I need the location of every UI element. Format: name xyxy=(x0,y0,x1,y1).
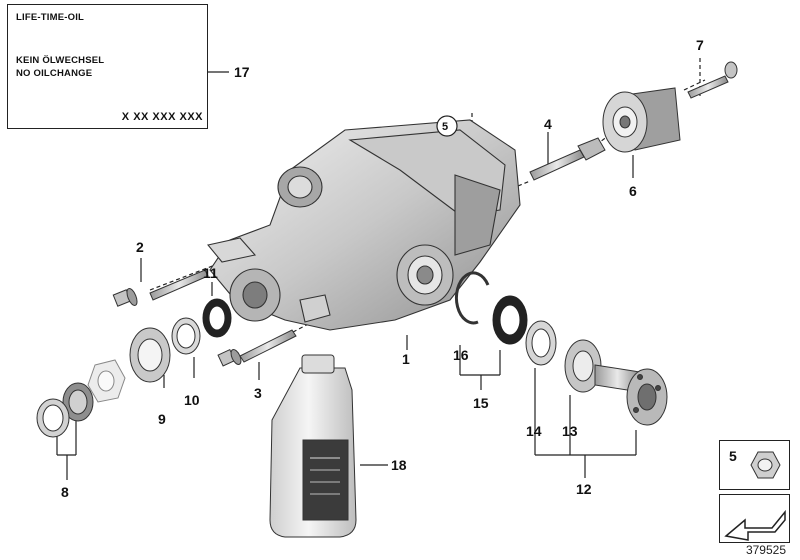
callout-4: 4 xyxy=(544,116,552,132)
output-flange-13 xyxy=(564,339,668,426)
callout-12: 12 xyxy=(576,481,592,497)
callout-14: 14 xyxy=(526,423,542,439)
spacer-ring-14 xyxy=(525,320,557,366)
label-line-1: LIFE-TIME-OIL xyxy=(16,12,85,23)
shaft-seal-11 xyxy=(202,298,232,338)
nut-inset-box: 5 xyxy=(719,440,790,490)
callout-2: 2 xyxy=(136,239,144,255)
label-code: X XX XXX XXX xyxy=(121,111,203,123)
collar-nut xyxy=(87,359,126,403)
washer-9 xyxy=(129,327,171,383)
label-line-3: NO OILCHANGE xyxy=(16,68,93,79)
callout-5-inset: 5 xyxy=(729,448,737,464)
callout-17: 17 xyxy=(234,64,250,80)
nut-8 xyxy=(62,382,94,422)
bolt-3 xyxy=(217,329,297,367)
callout-18: 18 xyxy=(391,457,407,473)
callout-7: 7 xyxy=(696,37,704,53)
snap-ring-16 xyxy=(454,271,490,325)
callout-15: 15 xyxy=(473,395,489,411)
hex-nut-icon xyxy=(750,451,781,479)
callout-3: 3 xyxy=(254,385,262,401)
bolt-4 xyxy=(529,137,606,181)
callout-9: 9 xyxy=(158,411,166,427)
bolt-2 xyxy=(112,269,209,307)
oil-bottle-18 xyxy=(269,354,357,538)
arrow-icon xyxy=(724,509,786,541)
callout-16: 16 xyxy=(453,347,469,363)
label-card: LIFE-TIME-OIL KEIN ÖLWECHSEL NO OILCHANG… xyxy=(7,4,208,129)
bolt-7 xyxy=(687,61,738,99)
callout-6: 6 xyxy=(629,183,637,199)
nut-callout-5 xyxy=(436,115,458,137)
spacer-ring-10 xyxy=(171,317,201,355)
differential-housing xyxy=(207,119,521,331)
callout-10: 10 xyxy=(184,392,200,408)
callout-11: 11 xyxy=(203,265,218,281)
callout-5: 5 xyxy=(442,121,449,133)
arrow-inset-box xyxy=(719,494,790,543)
diagram-id: 379525 xyxy=(745,543,786,557)
shaft-seal-15 xyxy=(492,295,528,345)
callout-8: 8 xyxy=(61,484,69,500)
callout-1: 1 xyxy=(402,351,410,367)
rubber-bushing-6 xyxy=(602,87,681,153)
washer-8 xyxy=(36,398,70,438)
label-line-2: KEIN ÖLWECHSEL xyxy=(16,55,105,66)
callout-13: 13 xyxy=(562,423,578,439)
